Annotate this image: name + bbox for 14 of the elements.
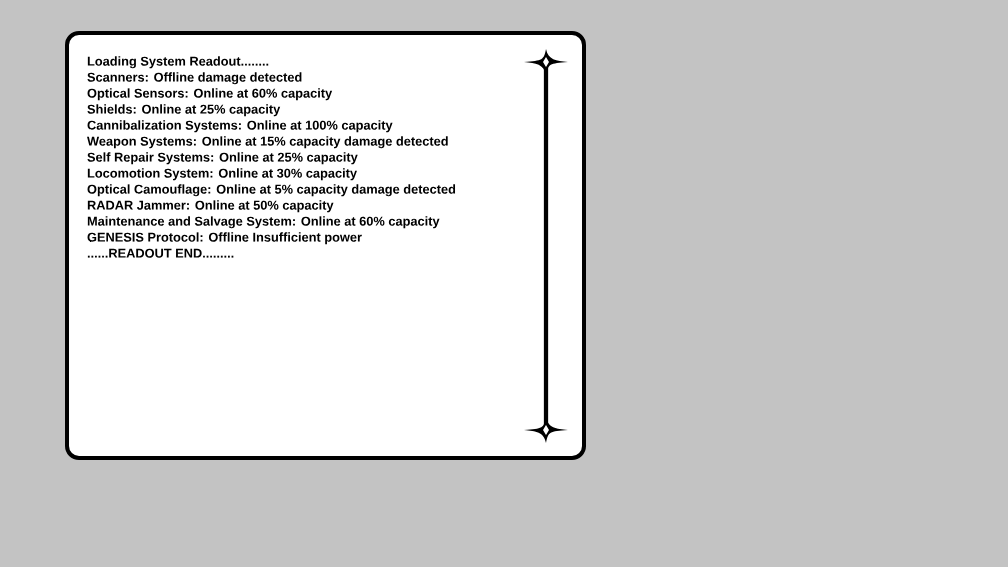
status-line: Cannibalization Systems: Online at 100% capacity [87,120,393,133]
status-line: Locomotion System: Online at 30% capacity [87,168,357,181]
status-line: GENESIS Protocol: Offline Insufficient power [87,232,362,245]
status-line: Optical Sensors: Online at 60% capacity [87,88,333,101]
status-line: Maintenance and Salvage System: Online at 60% capacity [87,216,440,229]
status-line: Loading System Readout........ [87,56,269,69]
status-line: ......READOUT END......... [87,248,234,258]
status-line: Scanners: Offline damage detected [87,72,302,85]
status-line: Weapon Systems: Online at 15% capacity damage detected [87,136,448,149]
status-line: Optical Camouflage: Online at 5% capacity damage detected [87,184,456,197]
readout-panel [65,31,586,460]
status-line: Shields: Online at 25% capacity [87,104,281,117]
status-line: Self Repair Systems: Online at 25% capacity [87,152,358,165]
status-line: RADAR Jammer: Online at 50% capacity [87,200,334,213]
